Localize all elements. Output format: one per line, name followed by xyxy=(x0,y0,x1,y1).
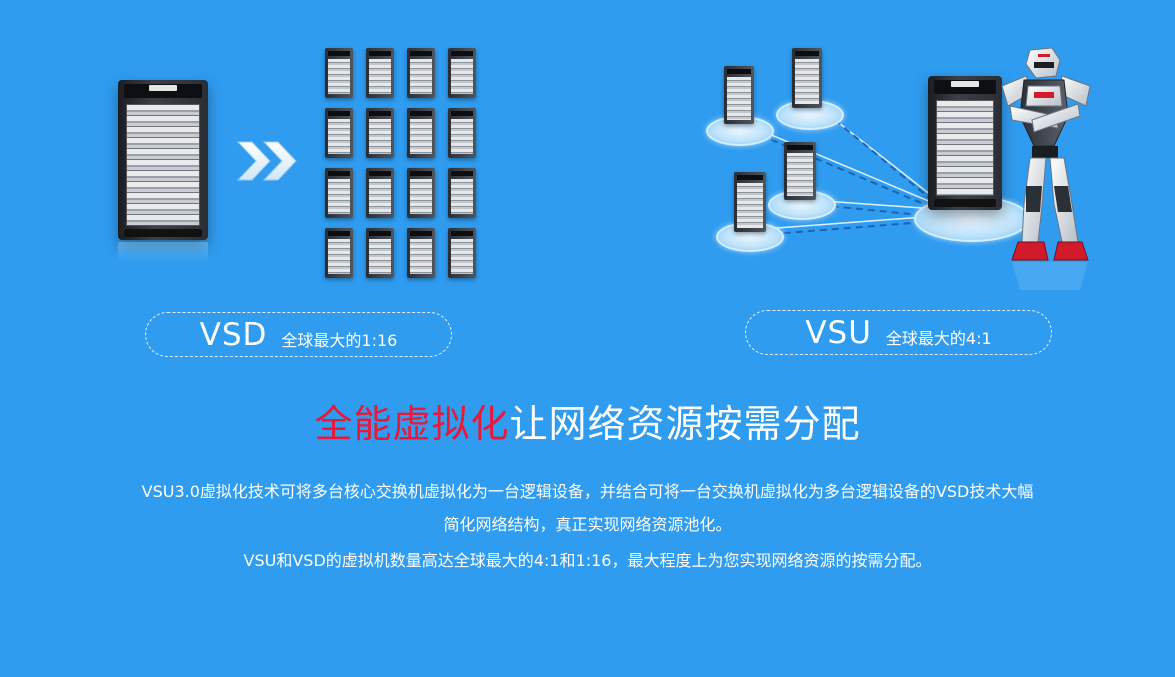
mini-switch-icon xyxy=(407,168,435,218)
title-rest: 让网络资源按需分配 xyxy=(509,402,861,446)
description-line-2: 简化网络结构，真正实现网络资源池化。 xyxy=(443,515,732,534)
mini-switch-icon xyxy=(366,228,394,278)
mini-switch-icon xyxy=(724,66,754,124)
mini-switch-icon xyxy=(325,108,353,158)
description-line-1: VSU3.0虚拟化技术可将多台核心交换机虚拟化为一台逻辑设备，并结合可将一台交换… xyxy=(141,482,1034,501)
vsd-caption: 全球最大的1:16 xyxy=(281,330,398,350)
mini-switch-icon xyxy=(407,228,435,278)
title-highlight: 全能虚拟化 xyxy=(314,402,510,446)
mini-switch-icon xyxy=(448,168,476,218)
mini-switch-icon xyxy=(734,172,766,232)
mini-switch-icon xyxy=(448,108,476,158)
mini-switch-icon xyxy=(784,142,816,200)
switch-chassis-icon xyxy=(118,80,208,240)
mini-switch-icon xyxy=(407,48,435,98)
vsu-caption: 全球最大的4:1 xyxy=(885,328,992,348)
page-title: 全能虚拟化让网络资源按需分配 xyxy=(0,393,1175,448)
robot-mascot-icon xyxy=(1001,47,1091,290)
mini-switch-icon xyxy=(366,168,394,218)
mini-switch-icon xyxy=(325,228,353,278)
mini-switch-icon xyxy=(325,48,353,98)
vsd-label-pill: VSD 全球最大的1:16 xyxy=(145,312,452,357)
mini-switch-icon xyxy=(325,168,353,218)
vsu-label: VSU xyxy=(805,314,872,351)
mini-switch-icon xyxy=(792,48,822,108)
mini-switch-icon xyxy=(366,108,394,158)
double-chevron-right-icon xyxy=(236,141,297,181)
chassis-reflection xyxy=(118,242,208,262)
mini-switch-icon xyxy=(448,48,476,98)
switch-chassis-icon xyxy=(928,76,1002,210)
vsu-label-pill: VSU 全球最大的4:1 xyxy=(745,310,1052,355)
mini-switch-icon xyxy=(407,108,435,158)
description-line-3: VSU和VSD的虚拟机数量高达全球最大的4:1和1:16，最大程度上为您实现网络… xyxy=(243,551,932,570)
mini-switch-icon xyxy=(448,228,476,278)
mini-switch-icon xyxy=(366,48,394,98)
vsd-label: VSD xyxy=(199,316,268,353)
